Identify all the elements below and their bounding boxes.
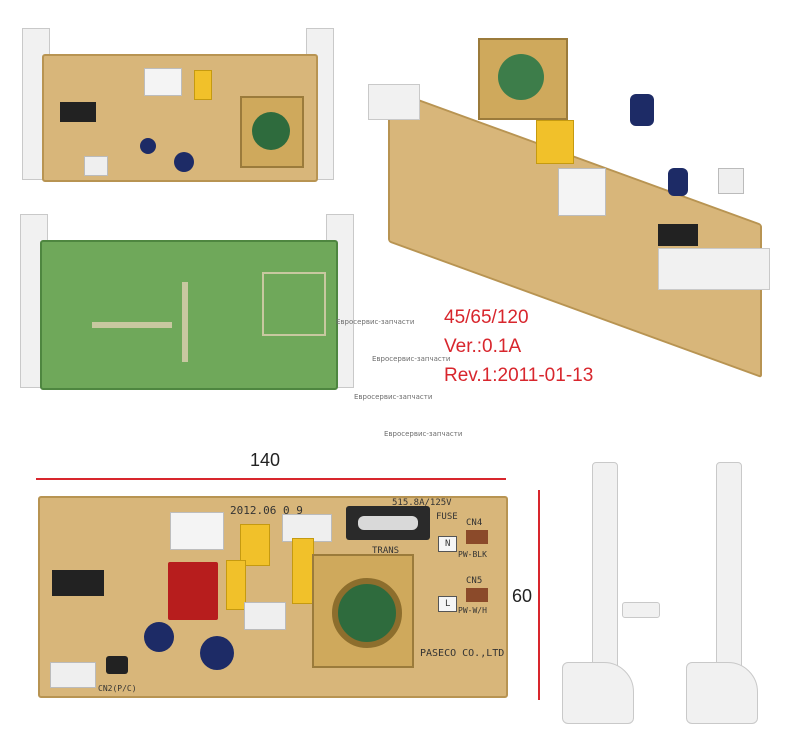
board-cn5-label: CN5 bbox=[466, 576, 483, 586]
board-pw-blk-label: PW-BLK bbox=[458, 550, 487, 559]
bracket-clip bbox=[622, 602, 660, 618]
watermark: Евросервис-запчасти bbox=[372, 355, 451, 363]
photo-pcb-bottom-view bbox=[20, 214, 354, 390]
photo-bracket-left bbox=[562, 462, 664, 732]
board-cn4-label: CN4 bbox=[466, 518, 483, 528]
board-date-marking: 2012.06 0 9 bbox=[230, 504, 303, 517]
relay bbox=[144, 68, 182, 96]
electrolytic-capacitor bbox=[174, 152, 194, 172]
watermark: Евросервис-запчасти bbox=[336, 318, 415, 326]
electrolytic-capacitor bbox=[144, 622, 174, 652]
photo-pcb-dimensioned: 140 60 2012.06 0 9 515.8A/125V FUSE TRAN… bbox=[30, 446, 550, 706]
ic-chip bbox=[658, 224, 698, 246]
electrolytic-capacitor bbox=[140, 138, 156, 154]
glass-fuse bbox=[358, 516, 418, 530]
electrolytic-capacitor bbox=[630, 94, 654, 126]
board-fuse-rating: 515.8A/125V bbox=[392, 498, 452, 508]
ic-chip bbox=[60, 102, 96, 122]
board-fuse-label: FUSE bbox=[436, 512, 458, 522]
transformer bbox=[240, 96, 304, 168]
spec-version: Ver.:0.1A bbox=[444, 336, 522, 357]
relay-red bbox=[168, 562, 218, 620]
photo-bracket-right bbox=[686, 462, 788, 732]
electrolytic-capacitor bbox=[668, 168, 688, 196]
connector bbox=[50, 662, 96, 688]
spec-model: 45/65/120 bbox=[444, 307, 529, 328]
bracket-foot bbox=[562, 662, 634, 724]
capacitor-yellow bbox=[226, 560, 246, 610]
watermark: Евросервис-запчасти bbox=[384, 430, 463, 438]
dimension-line-width bbox=[36, 478, 506, 480]
connector bbox=[718, 168, 744, 194]
watermark: Евросервис-запчасти bbox=[354, 393, 433, 401]
pcb-board bbox=[42, 54, 318, 182]
capacitor-yellow-large bbox=[292, 538, 314, 604]
relay bbox=[558, 168, 606, 216]
fuse-holder bbox=[346, 506, 430, 540]
solder-trace bbox=[92, 322, 172, 328]
electrolytic-capacitor bbox=[200, 636, 234, 670]
connector-brown bbox=[466, 588, 488, 602]
board-pw-wh-label: PW-W/H bbox=[458, 606, 487, 615]
pcb-solder-side bbox=[40, 240, 338, 390]
solder-trace bbox=[182, 282, 188, 362]
photo-pcb-top-view bbox=[22, 28, 334, 182]
dimension-height: 60 bbox=[512, 586, 533, 606]
dimension-width: 140 bbox=[250, 450, 281, 470]
photo-pcb-angled-view bbox=[368, 28, 780, 379]
board-trans-label: TRANS bbox=[372, 546, 400, 556]
transformer-coil bbox=[332, 578, 402, 648]
bracket-foot bbox=[686, 662, 758, 724]
board-l-terminal: L bbox=[438, 596, 458, 612]
transformer-coil bbox=[252, 112, 290, 150]
capacitor-yellow bbox=[536, 120, 574, 164]
solder-trace bbox=[262, 272, 326, 336]
connector-brown bbox=[466, 530, 488, 544]
dimension-line-height bbox=[538, 490, 540, 700]
transistor bbox=[106, 656, 128, 674]
spec-revision: Rev.1:2011-01-13 bbox=[444, 365, 594, 386]
mounting-bracket bbox=[658, 248, 770, 290]
pcb-board-main: 2012.06 0 9 515.8A/125V FUSE TRANS N L C… bbox=[38, 496, 508, 698]
connector bbox=[282, 514, 332, 542]
transformer bbox=[312, 554, 414, 668]
capacitor-yellow bbox=[194, 70, 212, 100]
board-maker: PASECO CO.,LTD bbox=[420, 648, 505, 659]
capacitor-yellow bbox=[240, 524, 270, 566]
board-cn2-label: CN2(P/C) bbox=[98, 684, 137, 693]
connector bbox=[244, 602, 286, 630]
ic-chip bbox=[52, 570, 104, 596]
mounting-bracket bbox=[368, 84, 420, 120]
connector bbox=[84, 156, 108, 176]
board-n-terminal: N bbox=[438, 536, 458, 552]
transformer-coil bbox=[498, 54, 544, 100]
bracket-vertical-bar bbox=[716, 462, 742, 694]
pcb-board-angled bbox=[388, 88, 762, 379]
bracket-vertical-bar bbox=[592, 462, 618, 694]
relay-small bbox=[170, 512, 224, 550]
transformer bbox=[478, 38, 568, 120]
